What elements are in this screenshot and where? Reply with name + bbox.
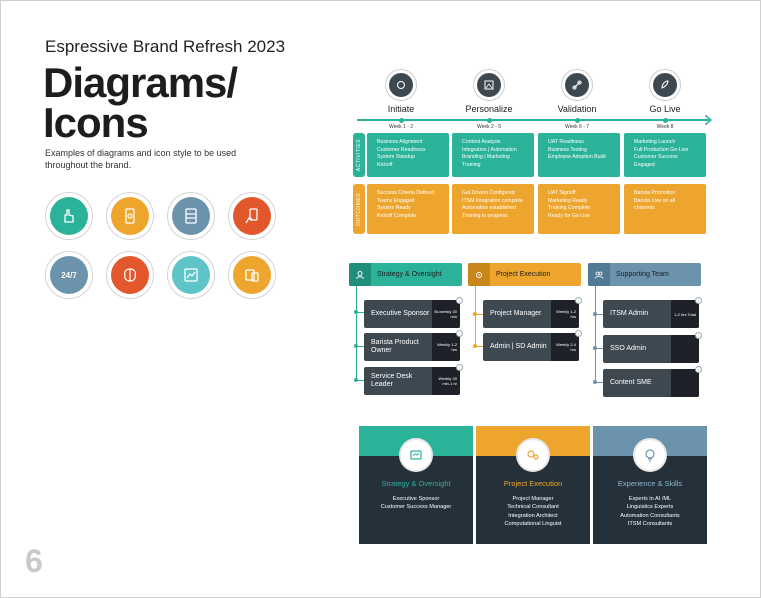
info-icon: i	[575, 297, 582, 304]
org-header-supporting: Supporting Team	[588, 263, 701, 286]
strategy-icon	[399, 438, 433, 472]
org-branch	[475, 346, 483, 347]
timeline-arrow-icon	[705, 115, 713, 125]
milestone-week: Week 1 - 2	[388, 124, 414, 130]
org-header-label: Strategy & Oversight	[377, 271, 442, 278]
description-text: Examples of diagrams and icon style to b…	[45, 148, 237, 170]
gear-cluster-icon	[516, 438, 550, 472]
team-icon	[349, 263, 371, 286]
mobile-gear-icon	[106, 192, 154, 240]
people-icon	[588, 263, 610, 286]
expertise-icon	[633, 438, 667, 472]
org-branch	[475, 314, 483, 315]
info-icon: i	[695, 366, 702, 373]
milestone-name: Initiate	[387, 104, 415, 114]
org-connector	[356, 286, 357, 380]
org-branch	[356, 380, 364, 381]
info-icon: i	[456, 297, 463, 304]
info-icon: i	[456, 330, 463, 337]
milestone-dot	[399, 118, 404, 123]
page-title: Diagrams/ Icons	[43, 59, 238, 146]
milestone-week: Week 8	[656, 124, 674, 130]
milestone-name: Validation	[557, 104, 597, 114]
milestone-dot	[663, 118, 668, 123]
org-node-dot	[354, 378, 358, 382]
card-title: Project Execution	[503, 479, 563, 488]
devices-icon	[228, 251, 276, 299]
info-icon: i	[695, 297, 702, 304]
image-frame-icon	[473, 69, 505, 101]
org-node-dot	[593, 346, 597, 350]
milestone-dot	[575, 118, 580, 123]
chart-tablet-icon	[167, 251, 215, 299]
org-node-dot	[473, 312, 477, 316]
org-header-label: Project Execution	[496, 271, 551, 278]
brain-icon	[106, 251, 154, 299]
org-connector	[595, 286, 596, 382]
org-branch	[356, 346, 364, 347]
org-node-dot	[354, 310, 358, 314]
info-icon: i	[456, 364, 463, 371]
milestone-week: Week 6 - 7	[564, 124, 590, 130]
org-branch	[595, 314, 603, 315]
link-icon	[561, 69, 593, 101]
gear-icon	[468, 263, 490, 286]
org-header-execution: Project Execution	[468, 263, 581, 286]
milestone-name: Go Live	[649, 104, 681, 114]
org-node-dot	[593, 380, 597, 384]
title-line-2: Icons	[43, 99, 149, 146]
puzzle-icon	[385, 69, 417, 101]
org-branch	[356, 312, 364, 313]
timeline-line	[357, 119, 709, 121]
org-branch	[595, 348, 603, 349]
outcomes-row-label: OUTCOMES	[353, 184, 365, 234]
org-connector	[475, 286, 476, 346]
org-header-label: Supporting Team	[616, 271, 669, 278]
milestone-dot	[487, 118, 492, 123]
activities-row-label: ACTIVITIES	[353, 133, 365, 177]
card-title: Strategy & Oversight	[381, 479, 451, 488]
org-node-dot	[473, 344, 477, 348]
milestone-week: Week 2 - 5	[476, 124, 502, 130]
info-icon: i	[695, 332, 702, 339]
org-node-dot	[593, 312, 597, 316]
title-line-1: Diagrams/	[43, 59, 238, 106]
kicker-text: Espressive Brand Refresh 2023	[45, 37, 286, 56]
org-header-strategy: Strategy & Oversight	[349, 263, 462, 286]
page-number: 6	[25, 543, 43, 579]
support-24-7-icon: 24/7	[45, 251, 93, 299]
card-title: Experience & Skills	[617, 479, 683, 488]
milestone-name: Personalize	[465, 104, 513, 114]
org-node-dot	[354, 344, 358, 348]
info-icon: i	[575, 330, 582, 337]
rocket-icon	[649, 69, 681, 101]
org-branch	[595, 382, 603, 383]
server-icon	[167, 192, 215, 240]
hand-cursor-icon	[45, 192, 93, 240]
hand-phone-icon	[228, 192, 276, 240]
